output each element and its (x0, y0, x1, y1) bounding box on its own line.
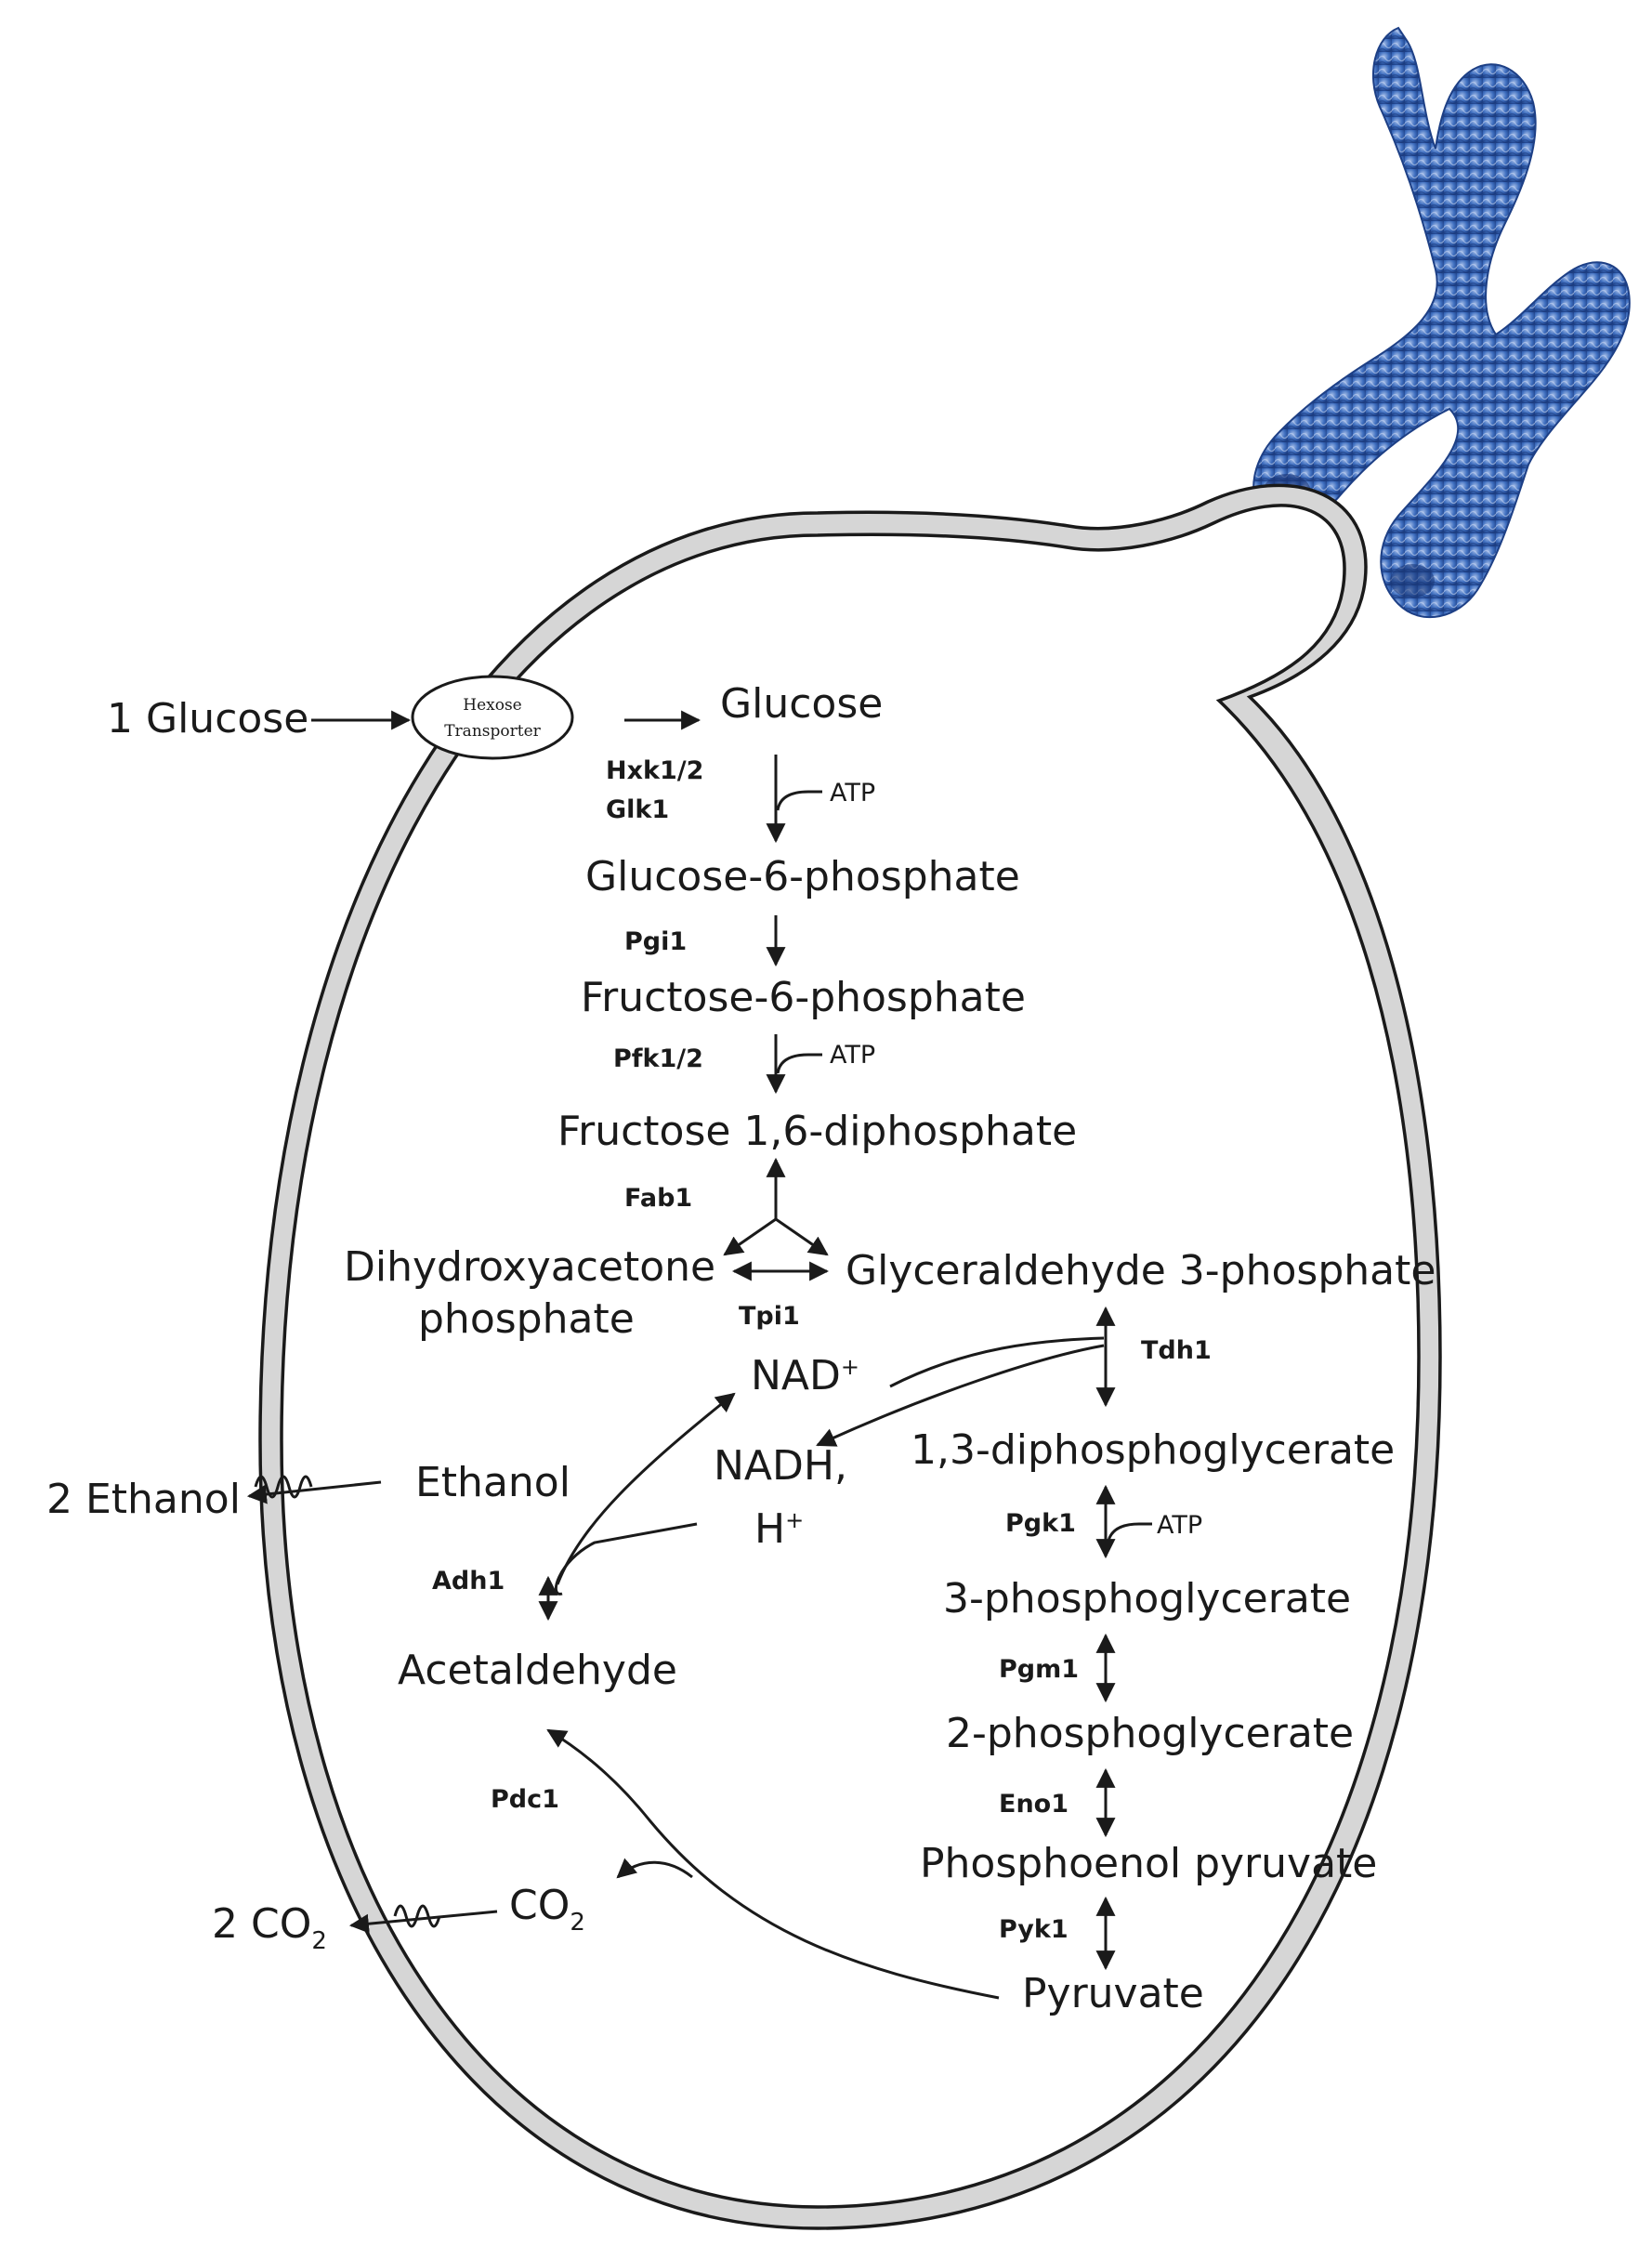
1-3-diphosphoglycerate-label: 1,3-diphosphoglycerate (911, 1426, 1395, 1474)
glucose-6-phosphate-label: Glucose-6-phosphate (585, 853, 1020, 900)
enzyme-pyk: Pyk1 (999, 1915, 1069, 1944)
glyceraldehyde-3-phosphate-label: Glyceraldehyde 3-phosphate (846, 1247, 1436, 1294)
transporter-label-1: Hexose (463, 696, 522, 715)
atp-label-1: ATP (830, 779, 875, 808)
dhap-phosphate-label: phosphate (418, 1295, 635, 1343)
transporter-label-2: Transporter (444, 722, 541, 741)
enzyme-pgi: Pgi1 (624, 927, 687, 956)
phosphoenol-pyruvate-label: Phosphoenol pyruvate (920, 1840, 1377, 1887)
enzyme-tpi: Tpi1 (739, 1302, 800, 1331)
enzyme-pgm: Pgm1 (999, 1655, 1079, 1684)
enzyme-pfk: Pfk1/2 (613, 1044, 703, 1073)
hexose-transporter: Hexose Transporter (413, 676, 572, 758)
external-co2-label: 2 CO2 (212, 1900, 327, 1955)
3-phosphoglycerate-label: 3-phosphoglycerate (943, 1575, 1351, 1622)
enzyme-pdc: Pdc1 (491, 1785, 559, 1814)
dihydroxyacetone-label: Dihydroxyacetone (344, 1243, 715, 1291)
external-glucose-label: 1 Glucose (107, 695, 308, 742)
enzyme-hxk: Hxk1/2 (606, 756, 703, 785)
acetaldehyde-label: Acetaldehyde (398, 1647, 677, 1694)
atp-label-2: ATP (830, 1041, 875, 1070)
enzyme-glk: Glk1 (606, 795, 669, 824)
ethanol-label: Ethanol (415, 1459, 570, 1506)
fructose-1-6-diphosphate-label: Fructose 1,6-diphosphate (557, 1108, 1077, 1155)
2-phosphoglycerate-label: 2-phosphoglycerate (946, 1710, 1354, 1757)
fructose-6-phosphate-label: Fructose-6-phosphate (581, 974, 1026, 1021)
enzyme-adh: Adh1 (432, 1567, 505, 1596)
external-ethanol-label: 2 Ethanol (46, 1476, 241, 1523)
atp-label-3: ATP (1157, 1511, 1202, 1540)
glucose-label: Glucose (720, 680, 883, 728)
enzyme-pgk: Pgk1 (1005, 1509, 1076, 1538)
pyruvate-label: Pyruvate (1022, 1970, 1204, 2017)
nadh-label: NADH, (714, 1442, 847, 1490)
enzyme-eno: Eno1 (999, 1790, 1069, 1819)
enzyme-fab: Fab1 (624, 1184, 692, 1213)
enzyme-tdh: Tdh1 (1141, 1336, 1212, 1365)
